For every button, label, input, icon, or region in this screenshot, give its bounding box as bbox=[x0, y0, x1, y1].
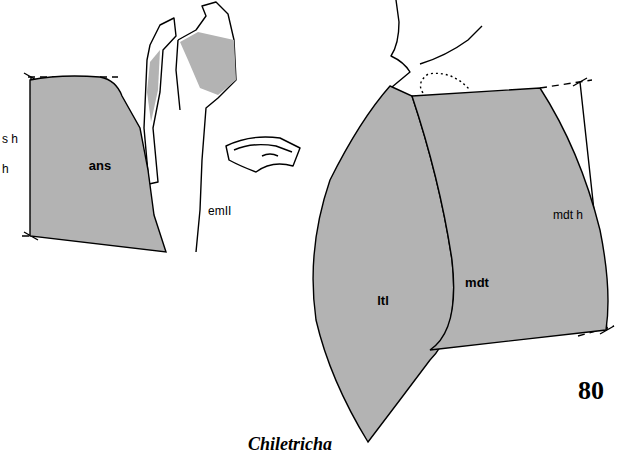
antennal-sclerite: ans bbox=[24, 72, 170, 256]
figure-number: 80 bbox=[578, 376, 604, 406]
sclerite-fill bbox=[180, 32, 236, 95]
caption: Chiletricha bbox=[248, 434, 332, 455]
shape-fill bbox=[30, 76, 166, 252]
sclerite-outline bbox=[178, 2, 236, 252]
head-outline bbox=[420, 26, 482, 64]
dimension-label: mdt h bbox=[553, 208, 583, 222]
head-outline bbox=[386, 0, 410, 92]
part-label: ans bbox=[89, 158, 111, 173]
dimension-label: h bbox=[2, 162, 9, 176]
mandible: mdt bbox=[408, 84, 616, 356]
stalk-fill bbox=[147, 50, 160, 122]
shape-fill bbox=[412, 88, 608, 350]
coxa-detail bbox=[234, 145, 292, 156]
shape-outline bbox=[408, 84, 616, 356]
dimension-label: s h bbox=[2, 132, 18, 146]
part-label: mdt bbox=[465, 275, 489, 290]
part-label: ltl bbox=[377, 293, 389, 308]
part-label: emII bbox=[208, 204, 231, 218]
coxa-outline bbox=[226, 137, 300, 172]
sclerite-edge bbox=[176, 40, 180, 110]
stalk-outline bbox=[144, 18, 176, 184]
